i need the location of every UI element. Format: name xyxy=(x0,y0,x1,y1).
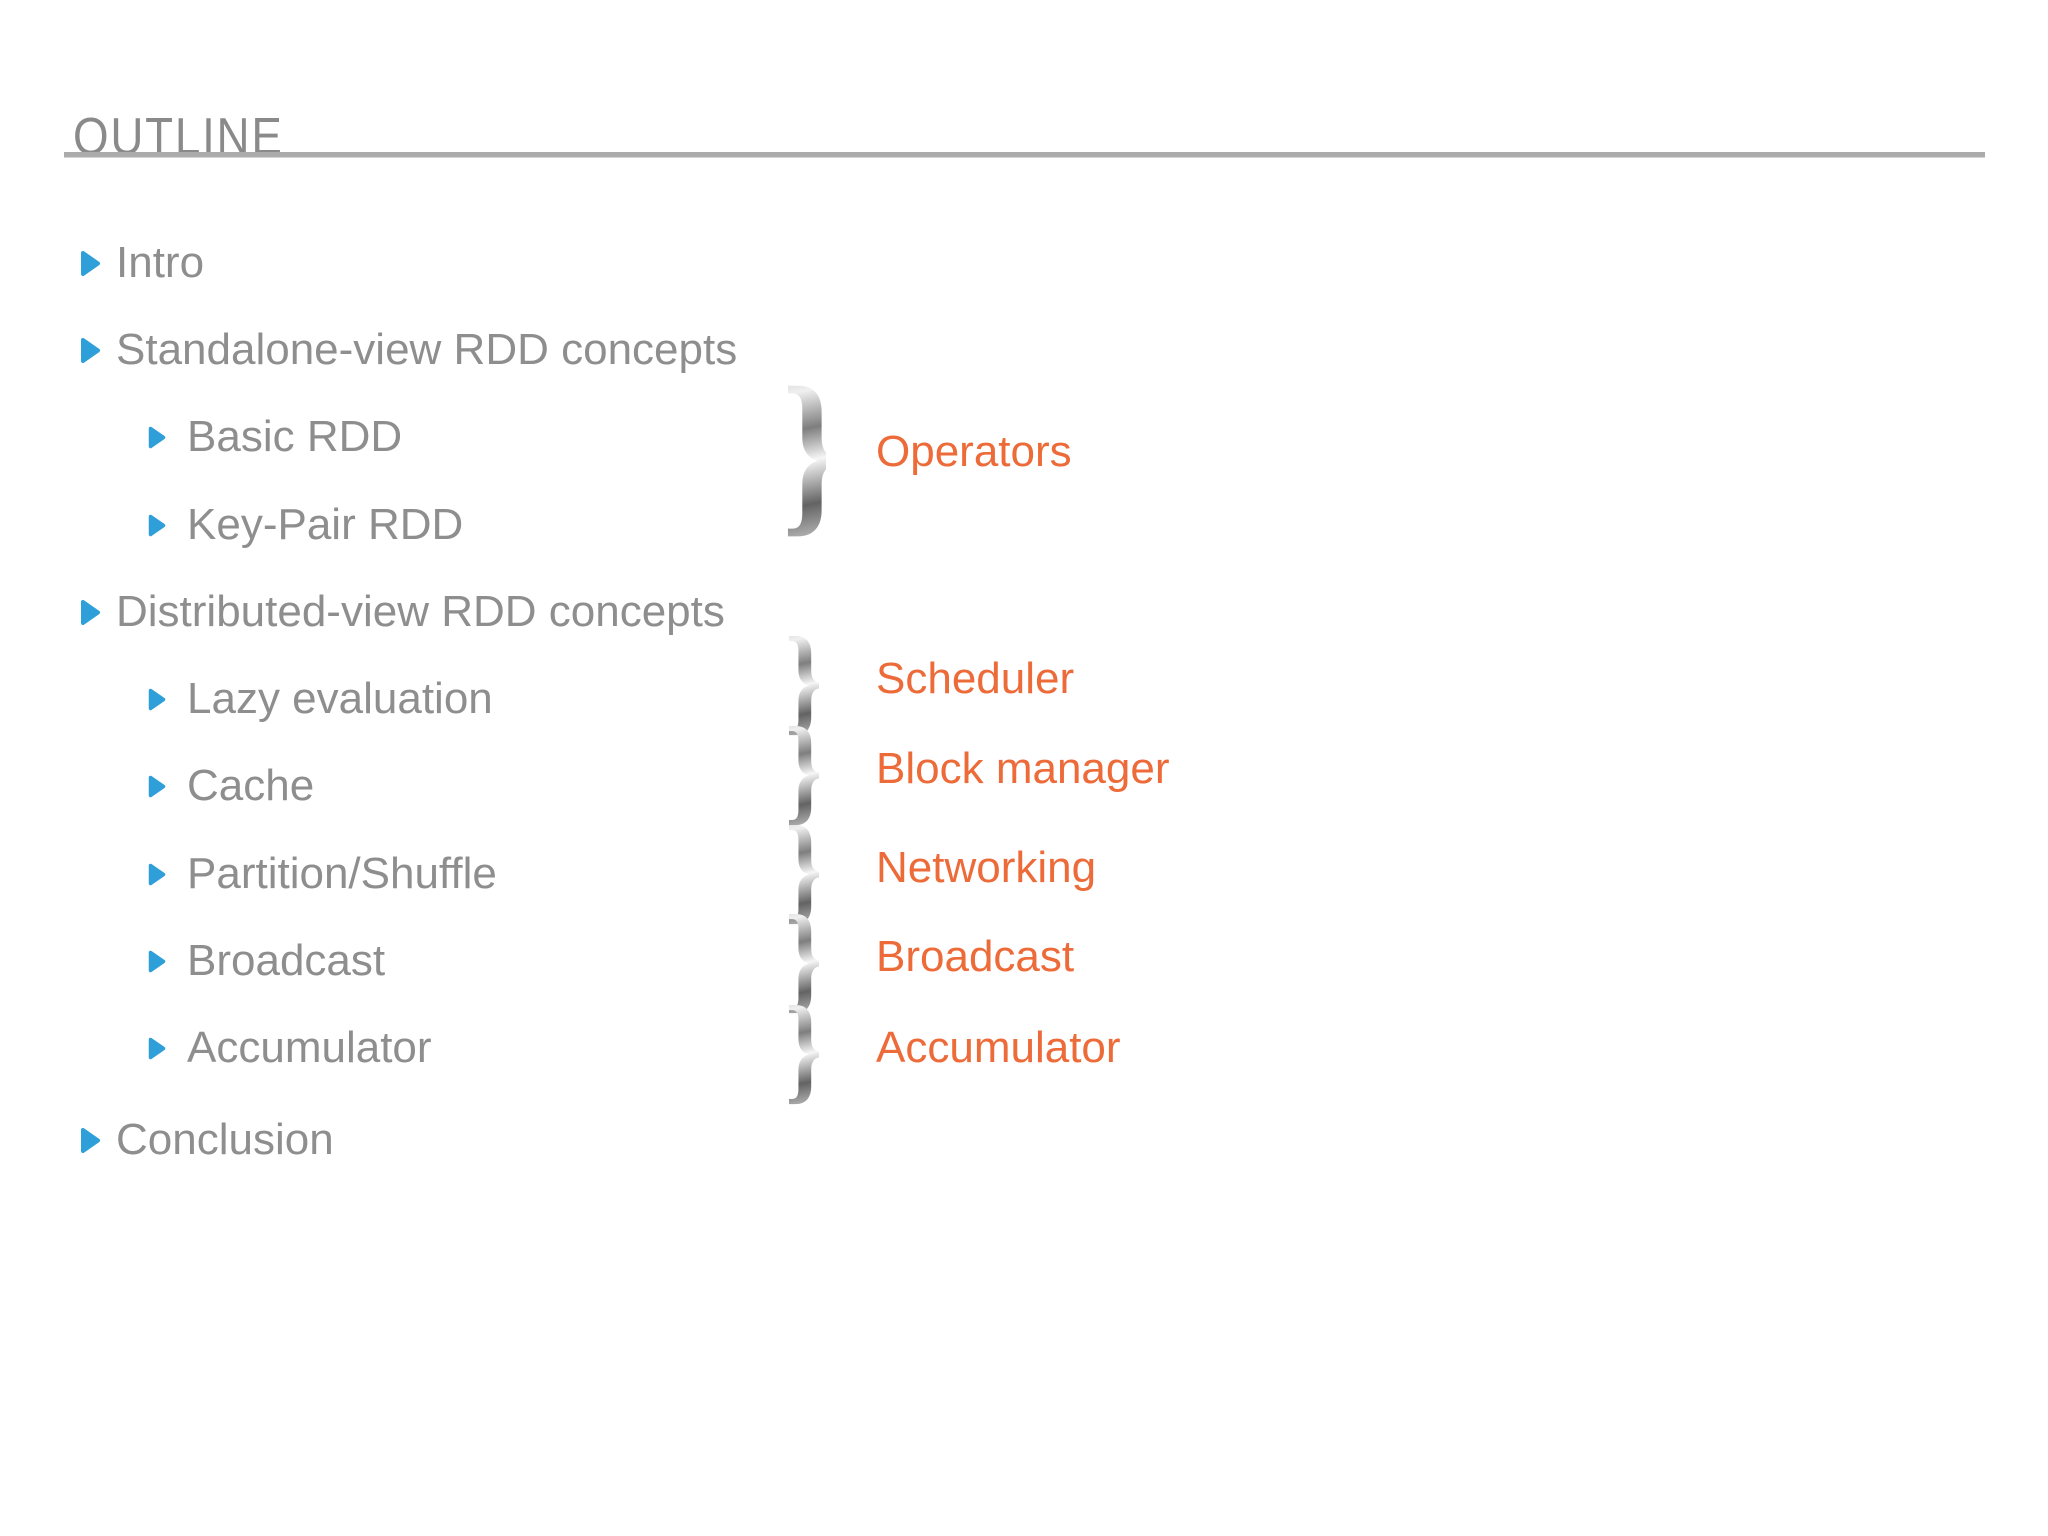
annotation-label: Operators xyxy=(876,427,1072,476)
outline-item-partition-shuffle: Partition/Shuffle xyxy=(148,844,497,904)
triangle-right-icon xyxy=(80,1127,101,1154)
outline-item-label: Distributed-view RDD concepts xyxy=(116,587,725,636)
outline-item-label: Conclusion xyxy=(116,1115,334,1164)
annotation-scheduler: } Scheduler xyxy=(782,619,1075,739)
outline-item-broadcast: Broadcast xyxy=(148,931,385,991)
outline-item-label: Key-Pair RDD xyxy=(187,500,464,549)
annotation-networking: } Networking xyxy=(782,808,1097,928)
triangle-right-icon xyxy=(80,337,101,364)
annotation-accumulator: } Accumulator xyxy=(782,988,1121,1108)
outline-item-key-pair-rdd: Key-Pair RDD xyxy=(148,495,463,555)
outline-item-cache: Cache xyxy=(148,756,314,816)
outline-item-intro: Intro xyxy=(80,233,204,293)
triangle-right-icon xyxy=(148,688,166,711)
annotation-label: Accumulator xyxy=(876,1023,1121,1072)
triangle-right-icon xyxy=(148,950,166,973)
annotation-label: Networking xyxy=(876,843,1097,892)
annotation-broadcast: } Broadcast xyxy=(782,897,1075,1017)
curly-brace-icon: } xyxy=(785,702,826,835)
annotation-label: Broadcast xyxy=(876,932,1075,981)
outline-item-standalone-view: Standalone-view RDD concepts xyxy=(80,320,737,380)
outline-item-basic-rdd: Basic RDD xyxy=(148,407,402,467)
outline-item-label: Basic RDD xyxy=(187,412,403,461)
outline-item-label: Partition/Shuffle xyxy=(187,849,497,898)
annotation-operators: } Operators xyxy=(778,361,1072,543)
outline-item-distributed-view: Distributed-view RDD concepts xyxy=(80,582,725,642)
curly-brace-icon: } xyxy=(781,351,843,552)
outline-item-label: Cache xyxy=(187,761,315,810)
triangle-right-icon xyxy=(80,599,101,626)
triangle-right-icon xyxy=(148,514,166,537)
curly-brace-icon: } xyxy=(785,981,826,1114)
triangle-right-icon xyxy=(148,863,166,886)
triangle-right-icon xyxy=(148,1037,166,1060)
triangle-right-icon xyxy=(148,426,166,449)
outline-item-label: Standalone-view RDD concepts xyxy=(116,325,738,374)
triangle-right-icon xyxy=(80,250,101,277)
annotation-label: Scheduler xyxy=(876,654,1075,703)
outline-item-accumulator: Accumulator xyxy=(148,1018,432,1078)
outline-item-label: Broadcast xyxy=(187,936,386,985)
outline-item-lazy-evaluation: Lazy evaluation xyxy=(148,669,493,729)
triangle-right-icon xyxy=(148,775,166,798)
annotation-label: Block manager xyxy=(876,744,1170,793)
curly-brace-icon: } xyxy=(785,890,826,1023)
curly-brace-icon: } xyxy=(785,801,826,934)
title-underline xyxy=(64,152,1985,158)
annotation-block-manager: } Block manager xyxy=(782,709,1170,829)
outline-item-label: Lazy evaluation xyxy=(187,674,493,723)
outline-item-label: Accumulator xyxy=(187,1023,432,1072)
outline-item-conclusion: Conclusion xyxy=(80,1110,334,1170)
curly-brace-icon: } xyxy=(785,612,826,745)
outline-item-label: Intro xyxy=(116,238,205,287)
